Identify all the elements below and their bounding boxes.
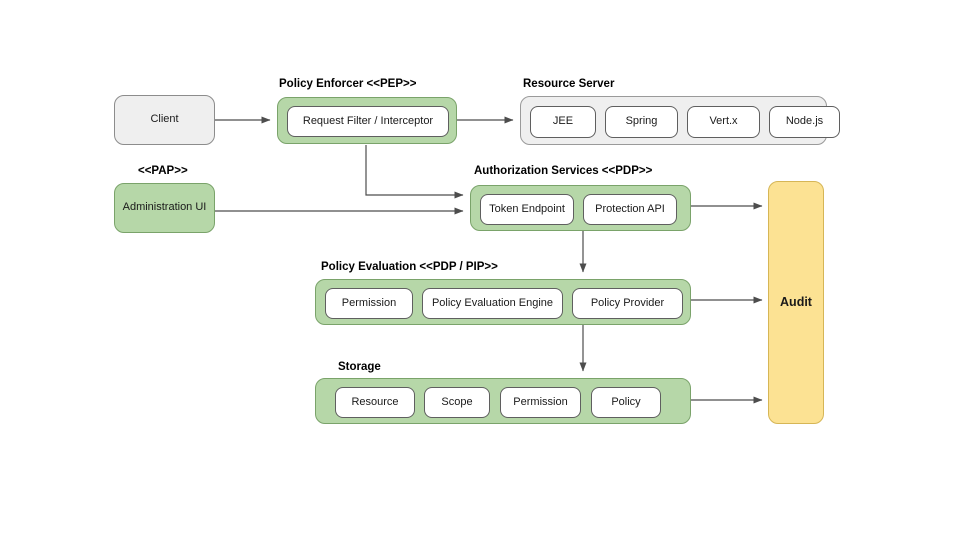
caption-storage: Storage: [338, 361, 381, 373]
node-storage-permission[interactable]: Permission: [500, 387, 581, 418]
node-protection-api-label: Protection API: [595, 202, 665, 215]
node-resource-server-vertx[interactable]: Vert.x: [687, 106, 760, 138]
node-storage-policy[interactable]: Policy: [591, 387, 661, 418]
node-policy-evaluation-permission-label: Permission: [341, 296, 397, 309]
node-storage-scope-label: Scope: [441, 395, 473, 408]
node-policy-provider[interactable]: Policy Provider: [572, 288, 683, 319]
group-policy-enforcer[interactable]: Request Filter / Interceptor: [277, 97, 457, 144]
node-policy-evaluation-engine[interactable]: Policy Evaluation Engine: [422, 288, 563, 319]
node-storage-policy-label: Policy: [611, 395, 641, 408]
node-administration-ui[interactable]: Administration UI: [114, 183, 215, 233]
node-storage-resource-label: Resource: [351, 395, 399, 408]
node-token-endpoint-label: Token Endpoint: [489, 202, 565, 215]
caption-policy-evaluation: Policy Evaluation <<PDP / PIP>>: [321, 261, 498, 273]
node-policy-evaluation-permission[interactable]: Permission: [325, 288, 413, 319]
node-resource-server-vertx-label: Vert.x: [709, 115, 738, 128]
node-storage-resource[interactable]: Resource: [335, 387, 415, 418]
node-resource-server-spring-label: Spring: [625, 115, 658, 128]
caption-policy-enforcer: Policy Enforcer <<PEP>>: [279, 78, 417, 90]
node-token-endpoint[interactable]: Token Endpoint: [480, 194, 574, 225]
node-protection-api[interactable]: Protection API: [583, 194, 677, 225]
node-administration-ui-label: Administration UI: [122, 201, 207, 214]
node-resource-server-nodejs-label: Node.js: [785, 115, 824, 128]
caption-resource-server: Resource Server: [523, 78, 615, 90]
edge-policy-enforcer-to-authorization-services: [365, 145, 464, 199]
node-client[interactable]: Client: [114, 95, 215, 145]
node-request-filter-interceptor[interactable]: Request Filter / Interceptor: [287, 106, 449, 137]
node-storage-scope[interactable]: Scope: [424, 387, 490, 418]
node-resource-server-jee-label: JEE: [552, 115, 574, 128]
group-storage[interactable]: Resource Scope Permission Policy: [315, 378, 691, 424]
node-policy-provider-label: Policy Provider: [590, 296, 665, 309]
group-authorization-services[interactable]: Token Endpoint Protection API: [470, 185, 691, 231]
node-resource-server-jee[interactable]: JEE: [530, 106, 596, 138]
node-request-filter-interceptor-label: Request Filter / Interceptor: [302, 114, 434, 127]
node-resource-server-spring[interactable]: Spring: [605, 106, 678, 138]
node-audit-label: Audit: [780, 295, 812, 309]
node-resource-server-nodejs[interactable]: Node.js: [769, 106, 840, 138]
node-policy-evaluation-engine-label: Policy Evaluation Engine: [431, 296, 554, 309]
group-policy-evaluation[interactable]: Permission Policy Evaluation Engine Poli…: [315, 279, 691, 325]
group-resource-server[interactable]: JEE Spring Vert.x Node.js: [520, 96, 840, 145]
caption-authorization-services: Authorization Services <<PDP>>: [474, 165, 653, 177]
node-storage-permission-label: Permission: [513, 395, 568, 408]
node-audit[interactable]: Audit: [768, 181, 824, 424]
node-client-label: Client: [150, 113, 179, 126]
caption-pap: <<PAP>>: [138, 165, 188, 177]
